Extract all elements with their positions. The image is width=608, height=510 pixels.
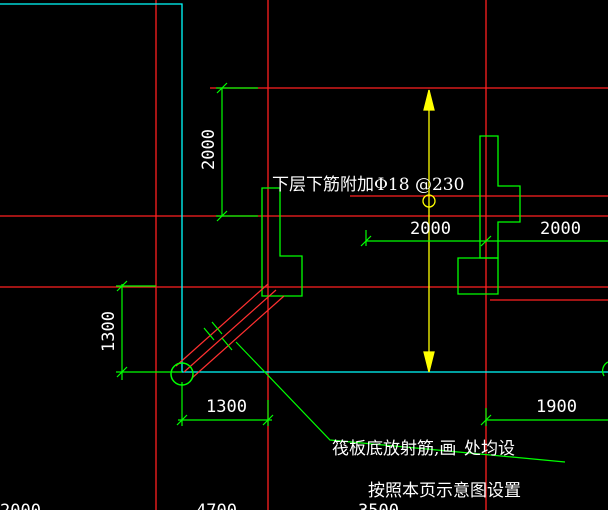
dim-tick <box>216 210 228 222</box>
tick-mark <box>203 327 215 341</box>
dim-label-right: 2000 <box>540 219 581 239</box>
note-radial-bars-tail: 处均设 <box>464 439 515 459</box>
dim-label-left-top: 2000 <box>199 129 219 170</box>
dim-label-mid: 2000 <box>410 219 451 239</box>
radial-bar-2 <box>183 289 277 373</box>
raft-outline <box>0 3 608 373</box>
arrow-up-icon <box>423 89 435 111</box>
dim-label-left-bottom: 1300 <box>99 311 119 352</box>
dim-label-bottom-edge-b: 4700 <box>196 501 237 510</box>
rebar-shape-right-lower <box>457 257 499 295</box>
radial-bars <box>175 283 285 379</box>
dim-tick <box>480 235 492 247</box>
dim-label-bottom-edge-c: 3500 <box>358 501 399 510</box>
dim-tick <box>360 235 372 247</box>
dim-tick <box>480 414 492 426</box>
radial-bar-3 <box>191 295 285 379</box>
dim-tick <box>216 82 228 94</box>
note-radial-bars: 筏板底放射筋,画 <box>332 439 456 459</box>
radial-bar-ticks <box>203 321 233 351</box>
arrow-down-icon <box>423 351 435 373</box>
dim-tick <box>176 414 188 426</box>
dim-tick <box>116 280 128 292</box>
dimension-lines <box>116 82 608 463</box>
tick-mark <box>211 321 223 335</box>
tick-mark <box>221 337 233 351</box>
raft-boundary <box>0 3 608 377</box>
dim-tick <box>116 366 128 378</box>
rebar-shape-left <box>261 187 303 297</box>
rebar-shapes <box>261 135 521 297</box>
note-lower-layer-rebar: 下层下筋附加Φ18 @230 <box>272 175 464 195</box>
raft-edge-arc <box>601 361 608 377</box>
dim-label-bottom-edge-a: 2000 <box>0 501 41 510</box>
rebar-extent-vertical <box>423 89 435 373</box>
dim-label-bottom-left: 1300 <box>206 397 247 417</box>
radial-bar-1 <box>175 283 269 367</box>
dim-label-bottom-right: 1900 <box>536 397 577 417</box>
dim-tick <box>262 414 274 426</box>
leader-line-radial <box>235 341 566 463</box>
note-see-figure: 按照本页示意图设置 <box>368 481 521 501</box>
